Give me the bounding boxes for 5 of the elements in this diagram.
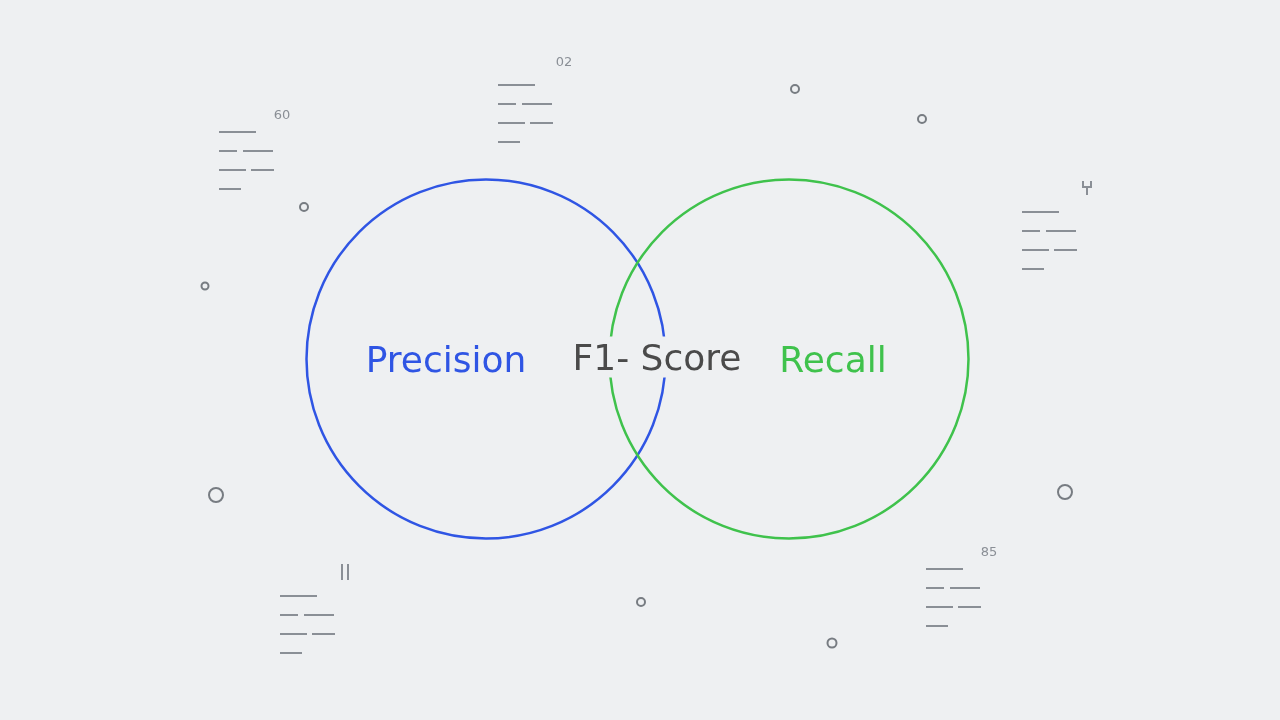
index-number: 60 [273,106,291,122]
index-number: 85 [980,543,998,559]
circle-label: Recall [779,338,887,380]
circle-label: Precision [365,338,527,380]
index-number: 02 [555,53,573,69]
